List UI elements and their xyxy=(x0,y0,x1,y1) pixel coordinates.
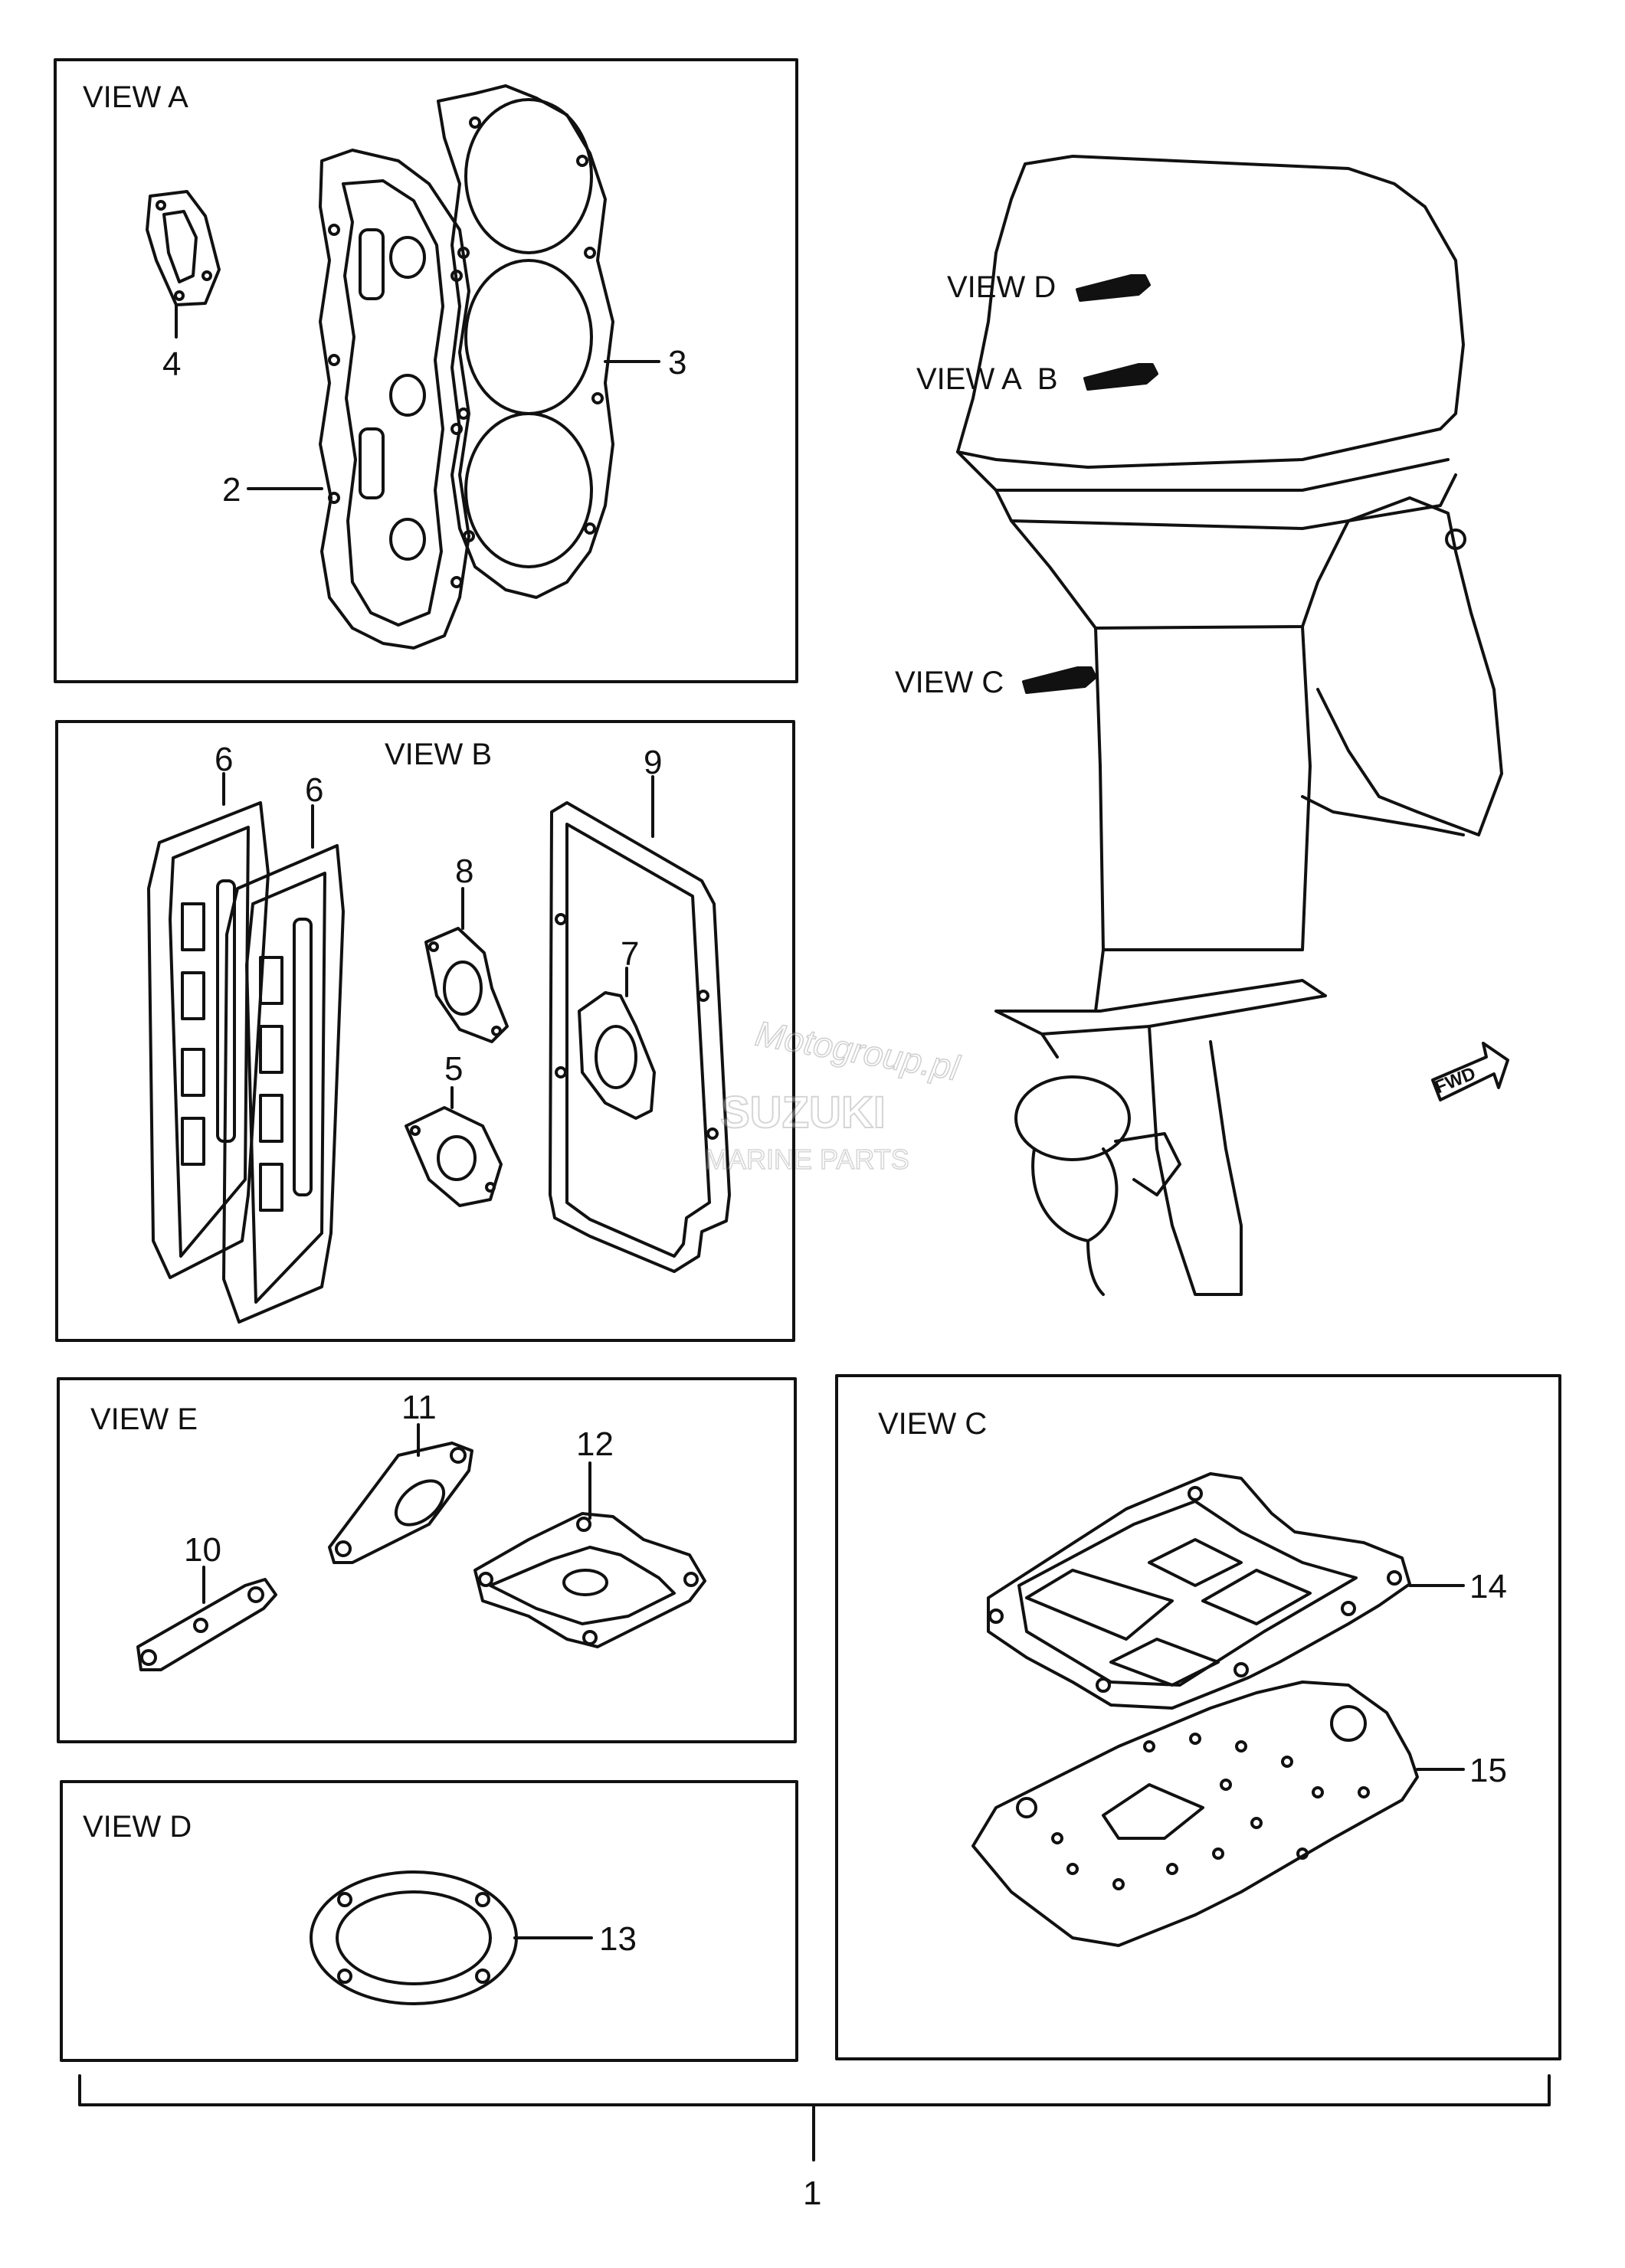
watermark-brand: SUZUKI xyxy=(720,1088,886,1137)
gasket-part-7 xyxy=(578,967,656,1120)
callout-3: 3 xyxy=(668,344,686,381)
callout-8: 8 xyxy=(455,853,473,890)
callout-6b: 6 xyxy=(305,771,323,809)
motor-view-d-label: VIEW D xyxy=(947,270,1056,304)
view-e-panel xyxy=(57,1377,797,1743)
gasket-part-2 xyxy=(247,149,470,650)
callout-2: 2 xyxy=(222,471,241,509)
gasket-part-15 xyxy=(971,1681,1465,1947)
watermark: Motogroup.pl SUZUKI MARINE PARTS xyxy=(704,1013,964,1176)
view-c-title: VIEW C xyxy=(878,1407,987,1441)
view-a-panel xyxy=(54,58,798,683)
callout-10: 10 xyxy=(184,1531,221,1569)
view-d-panel xyxy=(60,1780,798,2062)
gasket-part-4 xyxy=(146,190,221,339)
view-a-title: VIEW A xyxy=(83,80,188,114)
watermark-site: Motogroup.pl xyxy=(752,1013,963,1088)
gasket-part-9 xyxy=(549,775,731,1273)
gasket-part-11 xyxy=(328,1423,473,1564)
gasket-part-6a xyxy=(147,772,270,1279)
view-d-title: VIEW D xyxy=(83,1810,192,1844)
gasket-part-8 xyxy=(424,887,509,1043)
view-d-arrow xyxy=(1076,274,1151,302)
gasket-part-13 xyxy=(310,1870,593,2005)
gasket-part-14 xyxy=(987,1472,1465,1710)
gasket-part-5 xyxy=(405,1086,503,1207)
outboard-motor-illustration xyxy=(956,155,1503,1296)
callout-13: 13 xyxy=(599,1920,637,1958)
callout-14: 14 xyxy=(1469,1568,1507,1605)
gasket-part-3 xyxy=(437,84,660,599)
motor-view-ab-label: VIEW A B xyxy=(916,362,1058,396)
callout-7: 7 xyxy=(621,935,639,973)
callout-1: 1 xyxy=(803,2175,821,2212)
callout-9: 9 xyxy=(644,744,662,781)
motor-view-c-label: VIEW C xyxy=(895,666,1004,699)
callout-5: 5 xyxy=(444,1050,463,1088)
view-e-title: VIEW E xyxy=(90,1402,198,1436)
view-ab-arrow xyxy=(1083,363,1158,391)
callout-12: 12 xyxy=(576,1425,614,1463)
fwd-arrow-icon xyxy=(1431,1042,1509,1101)
view-pointer-arrows xyxy=(1022,274,1158,694)
view-c-panel xyxy=(835,1374,1561,2060)
callout-4: 4 xyxy=(162,345,181,383)
assembly-bracket xyxy=(78,2074,1551,2162)
watermark-sub: MARINE PARTS xyxy=(705,1144,909,1175)
callout-6a: 6 xyxy=(215,741,233,778)
callout-11: 11 xyxy=(401,1389,437,1426)
view-c-arrow xyxy=(1022,666,1097,694)
gasket-part-6b xyxy=(222,804,345,1324)
callout-15: 15 xyxy=(1469,1752,1507,1789)
gasket-part-10 xyxy=(136,1566,277,1671)
view-b-title: VIEW B xyxy=(385,738,492,771)
view-b-panel xyxy=(55,720,795,1342)
gasket-part-12 xyxy=(473,1461,706,1648)
